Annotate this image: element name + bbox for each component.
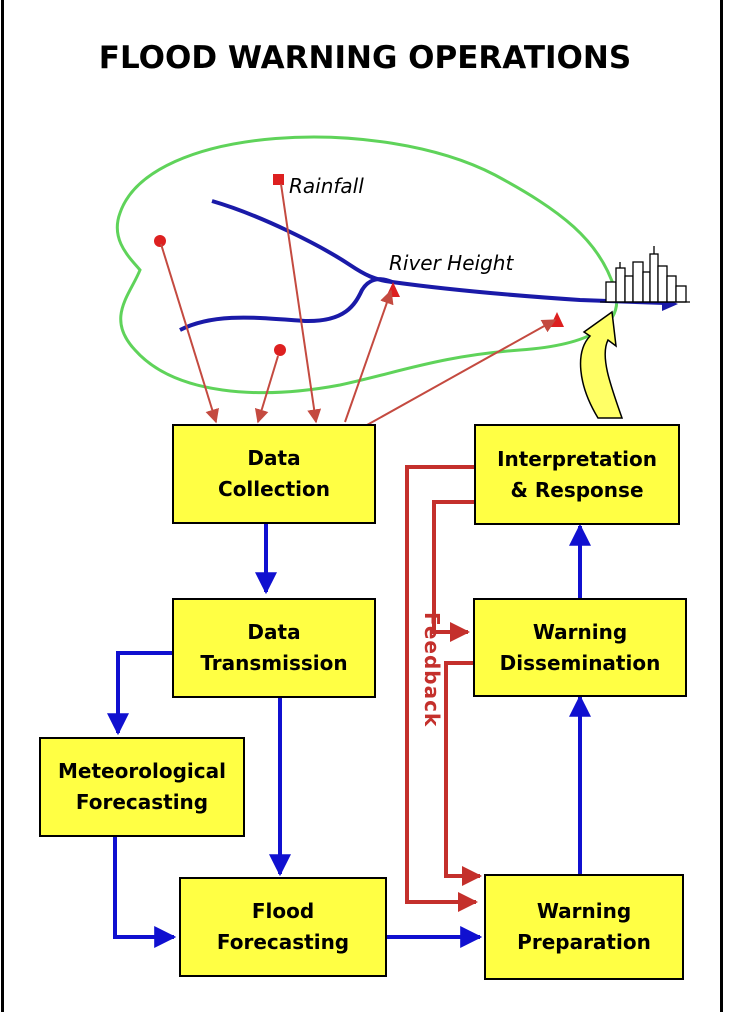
link-river-gauge-upstream	[344, 289, 394, 423]
warning-dissemination-box: Warning Dissemination	[473, 598, 687, 697]
rain-gauge-south	[274, 344, 286, 356]
arrow-meteorological-to-flood	[113, 835, 177, 948]
link-rain-gauge-south	[254, 355, 279, 424]
meteorological-forecasting-box: Meteorological Forecasting	[39, 737, 245, 837]
data-collection-box: Data Collection	[172, 424, 376, 524]
feedback-label: Feedback	[420, 612, 444, 728]
rain-gauge-west	[154, 235, 166, 247]
town-warning-arrow	[579, 310, 624, 419]
arrow-transmission-to-meteorological	[107, 651, 174, 736]
link-rain-gauge-west	[160, 243, 219, 424]
link-river-gauge-downstream	[366, 319, 557, 426]
river-tributary	[179, 277, 393, 332]
data-transmission-box: Data Transmission	[172, 598, 376, 698]
feedback-line-inner	[444, 661, 482, 886]
catchment-outline	[115, 135, 619, 395]
feedback-line-middle	[432, 500, 474, 642]
diagram-title: FLOOD WARNING OPERATIONS	[98, 40, 632, 76]
town-icon	[600, 246, 690, 303]
interpretation-response-box: Interpretation & Response	[474, 424, 680, 525]
link-rain-gauge-north	[280, 183, 322, 424]
feedback-line-outer	[405, 465, 478, 912]
river-gauge-downstream	[550, 312, 564, 327]
warning-preparation-box: Warning Preparation	[484, 874, 684, 980]
flood-forecasting-box: Flood Forecasting	[179, 877, 387, 977]
river-height-label: River Height	[389, 251, 514, 275]
rain-gauge-north	[273, 174, 284, 185]
rainfall-label: Rainfall	[289, 174, 364, 198]
